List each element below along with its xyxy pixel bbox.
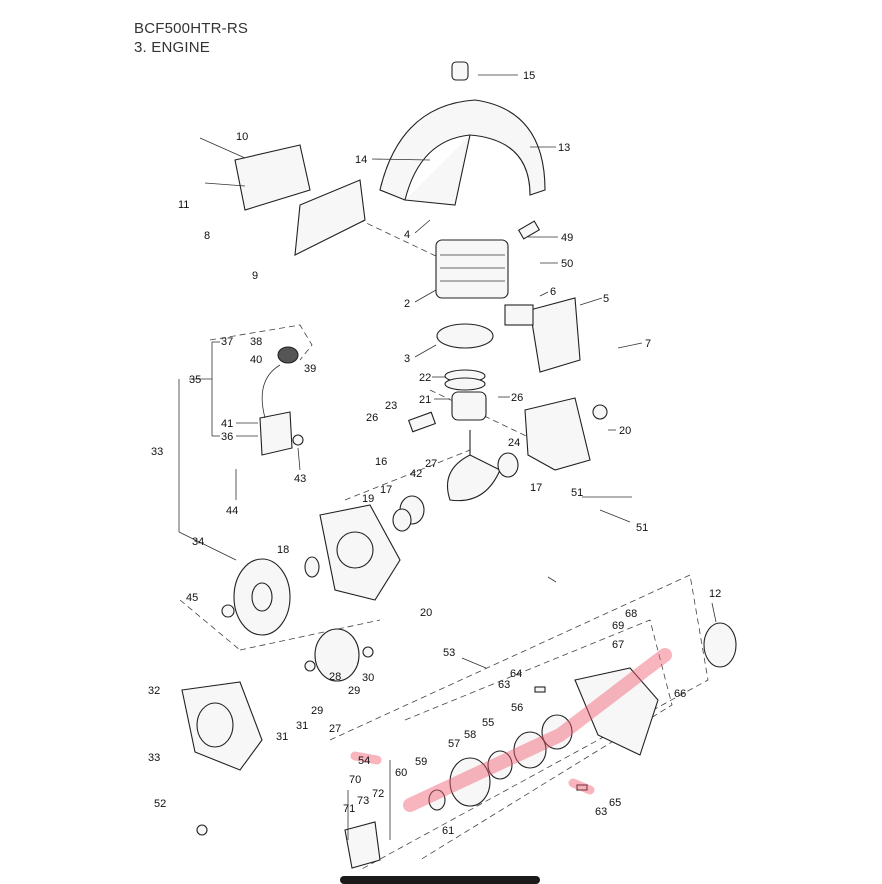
callout-59: 59 — [415, 756, 427, 768]
callout-54: 54 — [358, 755, 370, 767]
callout-34: 32 — [148, 685, 160, 697]
callout-47: 43 — [294, 473, 306, 485]
callout-24: 23 — [385, 400, 397, 412]
callout-17a: 17 — [530, 482, 542, 494]
home-indicator — [340, 876, 540, 884]
callout-27: 27 — [425, 458, 437, 470]
callout-55: 55 — [482, 717, 494, 729]
callout-71: 73 — [357, 795, 369, 807]
crankcase-left — [304, 504, 401, 601]
callout-48: 44 — [226, 505, 238, 517]
callout-43: 40 — [250, 354, 262, 366]
callout-38: 35 — [189, 374, 201, 386]
callout-70: 72 — [372, 788, 384, 800]
callout-69: 71 — [343, 803, 355, 815]
callout-22: 21 — [419, 394, 431, 406]
callout-49: 49 — [561, 232, 573, 244]
callout-37: 34 — [192, 536, 204, 548]
callout-14: 14 — [355, 154, 367, 166]
callout-13: 13 — [558, 142, 570, 154]
callout-21: 20 — [420, 607, 432, 619]
callout-68: 70 — [349, 774, 361, 786]
callout-28: 27 — [329, 723, 341, 735]
callout-57: 57 — [448, 738, 460, 750]
callout-labels: 15 10 13 14 11 8 4 49 50 9 6 5 2 37 38 7… — [148, 70, 721, 837]
callout-63a: 64 — [510, 668, 522, 680]
callout-51a: 51 — [571, 487, 583, 499]
callout-65: 67 — [612, 639, 624, 651]
callout-62b: 63 — [595, 806, 607, 818]
clutch-housing — [181, 681, 263, 836]
callout-51b: 51 — [636, 522, 648, 534]
callout-33: 31 — [296, 720, 308, 732]
callout-11: 11 — [178, 199, 189, 211]
callout-44: 41 — [221, 418, 233, 430]
flywheel — [221, 558, 291, 636]
callout-41: 38 — [250, 336, 262, 348]
callout-10: 10 — [236, 131, 248, 143]
callout-32: 30 — [362, 672, 374, 684]
clutch — [304, 628, 374, 682]
highlight-markings — [350, 648, 672, 812]
starter-assembly — [344, 622, 737, 869]
callout-46: 45 — [186, 592, 198, 604]
callout-39: 36 — [221, 431, 233, 443]
callout-42: 39 — [304, 363, 316, 375]
callout-60: 60 — [395, 767, 407, 779]
callout-18: 18 — [277, 544, 289, 556]
callout-30: 29 — [311, 705, 323, 717]
callout-67: 69 — [612, 620, 624, 632]
callout-23: 22 — [419, 372, 431, 384]
callout-58: 58 — [464, 729, 476, 741]
callout-29a: 28 — [329, 671, 341, 683]
callout-8: 8 — [204, 230, 210, 242]
callout-4: 4 — [404, 229, 410, 241]
section-title: 3. ENGINE — [134, 39, 210, 56]
model-title: BCF500HTR-RS — [134, 20, 249, 37]
callout-25: 24 — [508, 437, 520, 449]
leader-lines — [178, 74, 717, 840]
callout-5: 5 — [603, 293, 609, 305]
callout-2: 2 — [404, 298, 410, 310]
callout-6: 6 — [550, 286, 556, 298]
piston-crank — [392, 369, 519, 532]
ignition-coil — [259, 346, 304, 456]
callout-50: 50 — [561, 258, 573, 270]
callout-53: 53 — [443, 647, 455, 659]
callout-36: 33 — [151, 446, 163, 458]
callout-29b: 29 — [348, 685, 360, 697]
callout-52: 52 — [154, 798, 166, 810]
callout-61: 61 — [442, 825, 454, 837]
callout-12: 12 — [709, 588, 721, 600]
muffler — [199, 137, 366, 256]
callout-56: 56 — [511, 702, 523, 714]
callout-26a: 26 — [511, 392, 523, 404]
callout-35: 33 — [148, 752, 160, 764]
callout-64: 66 — [674, 688, 686, 700]
callout-3: 3 — [404, 353, 410, 365]
assembly-lines — [179, 201, 709, 871]
callout-9: 9 — [252, 270, 258, 282]
engine-cover — [379, 61, 546, 206]
crankcase-right — [524, 397, 608, 471]
callout-26b: 26 — [366, 412, 378, 424]
callout-17b: 17 — [380, 484, 392, 496]
callout-63b: 65 — [609, 797, 621, 809]
callout-15: 15 — [523, 70, 535, 82]
cylinder — [435, 220, 581, 373]
callout-19: 20 — [619, 425, 631, 437]
callout-16: 16 — [375, 456, 387, 468]
callout-20: 19 — [362, 493, 374, 505]
callout-7: 7 — [645, 338, 651, 350]
callout-66: 68 — [625, 608, 637, 620]
callout-40: 37 — [221, 336, 233, 348]
callout-45: 42 — [410, 468, 422, 480]
callout-31: 31 — [276, 731, 288, 743]
callout-62a: 63 — [498, 679, 510, 691]
